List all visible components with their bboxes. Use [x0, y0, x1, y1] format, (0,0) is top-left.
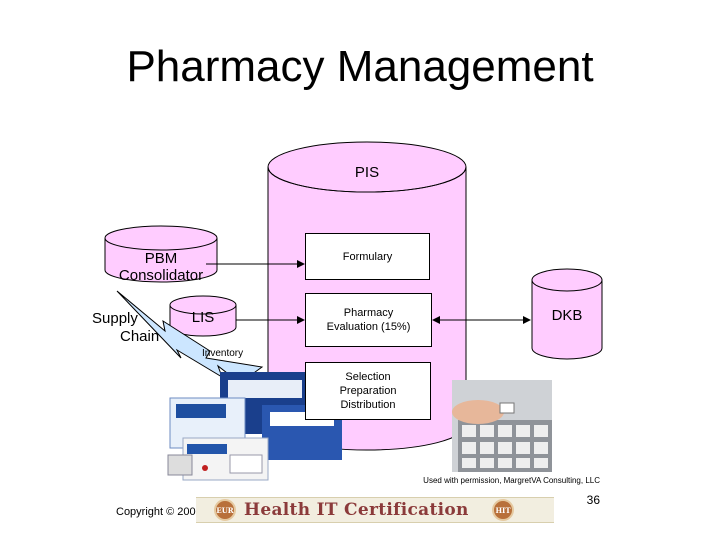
page-title: Pharmacy Management	[126, 42, 594, 91]
pbm-label-line2: Consolidator	[118, 267, 204, 284]
inventory-label: Inventory	[202, 348, 244, 359]
supply-chain-label: Supply Chain	[82, 310, 182, 346]
dkb-cylinder	[531, 268, 603, 360]
seal-left-icon: EUR	[214, 499, 236, 521]
pbm-label-line1: PBM	[144, 250, 178, 267]
evaluation-line1: Pharmacy	[343, 307, 394, 319]
lis-cylinder	[169, 295, 237, 337]
supply-chain-line2: Chain	[120, 328, 160, 345]
pharmacy-evaluation-box: Pharmacy Evaluation (15%)	[305, 293, 432, 347]
formulary-box: Formulary	[305, 233, 430, 280]
pbm-cylinder	[104, 225, 218, 283]
evaluation-line2: Evaluation (15%)	[326, 321, 411, 333]
banner-text: Health IT Certification	[244, 500, 469, 520]
supply-chain-line1: Supply	[92, 310, 138, 327]
selection-line1: Selection	[345, 371, 391, 383]
dispensing-tray-image	[452, 380, 552, 472]
page-number: 36	[586, 493, 600, 507]
lis-label: LIS	[191, 309, 215, 326]
health-it-certification-banner: EUR Health IT Certification HIT	[196, 497, 554, 523]
formulary-label: Formulary	[342, 250, 393, 263]
seal-right-icon: HIT	[492, 499, 514, 521]
pbm-label: PBM Consolidator	[100, 250, 222, 284]
dkb-label: DKB	[551, 307, 583, 324]
copyright-text: Copyright © 2005	[116, 506, 202, 518]
pis-label: PIS	[354, 164, 380, 181]
selection-line2: Preparation	[339, 385, 397, 397]
selection-box: Selection Preparation Distribution	[305, 362, 431, 420]
selection-line3: Distribution	[340, 399, 396, 411]
permission-credit: Used with permission, MargretVA Consulti…	[423, 476, 600, 485]
